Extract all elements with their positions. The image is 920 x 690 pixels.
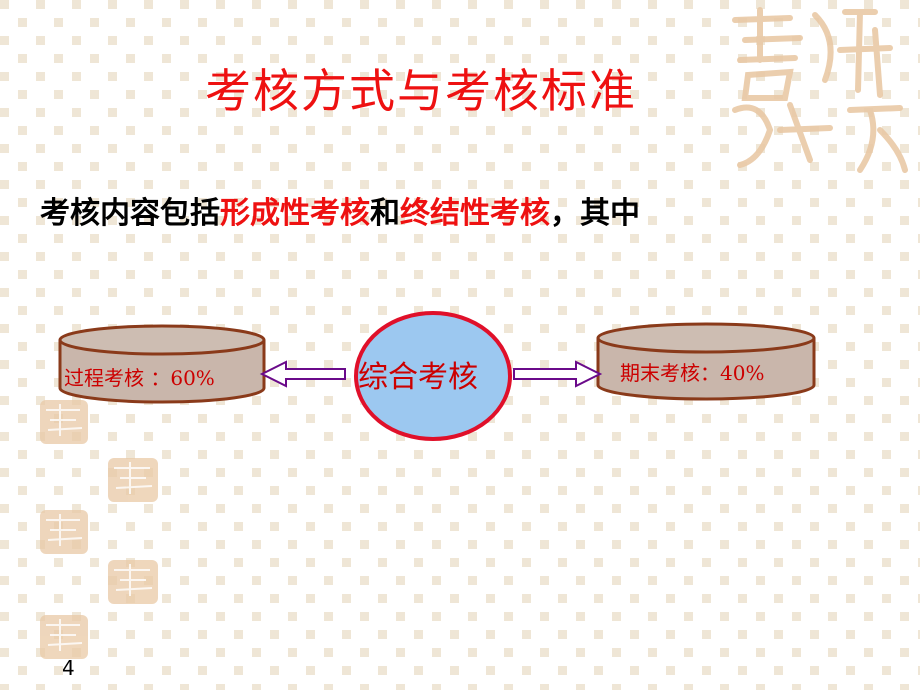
right-cylinder bbox=[596, 322, 816, 401]
center-circle-label: 综合考核 bbox=[358, 360, 478, 395]
subtitle-text-2: 和 bbox=[370, 196, 400, 231]
subtitle-highlight-formative: 形成性考核 bbox=[220, 196, 370, 231]
center-circle bbox=[354, 311, 512, 441]
left-arrow bbox=[259, 360, 346, 388]
page-number: 4 bbox=[62, 656, 75, 680]
slide-title: 考核方式与考核标准 bbox=[205, 64, 637, 118]
left-cylinder-label: 过程考核 ：60% bbox=[64, 366, 215, 390]
subtitle-highlight-summative: 终结性考核 bbox=[400, 196, 550, 231]
subtitle-text-3: ，其中 bbox=[550, 196, 640, 231]
right-arrow bbox=[513, 360, 603, 388]
subtitle-text-1: 考核内容包括 bbox=[40, 196, 220, 231]
left-cylinder bbox=[58, 324, 266, 404]
slide-subtitle: 考核内容包括形成性考核和终结性考核，其中 bbox=[40, 188, 640, 232]
right-cylinder-label: 期末考核：40% bbox=[620, 361, 765, 385]
